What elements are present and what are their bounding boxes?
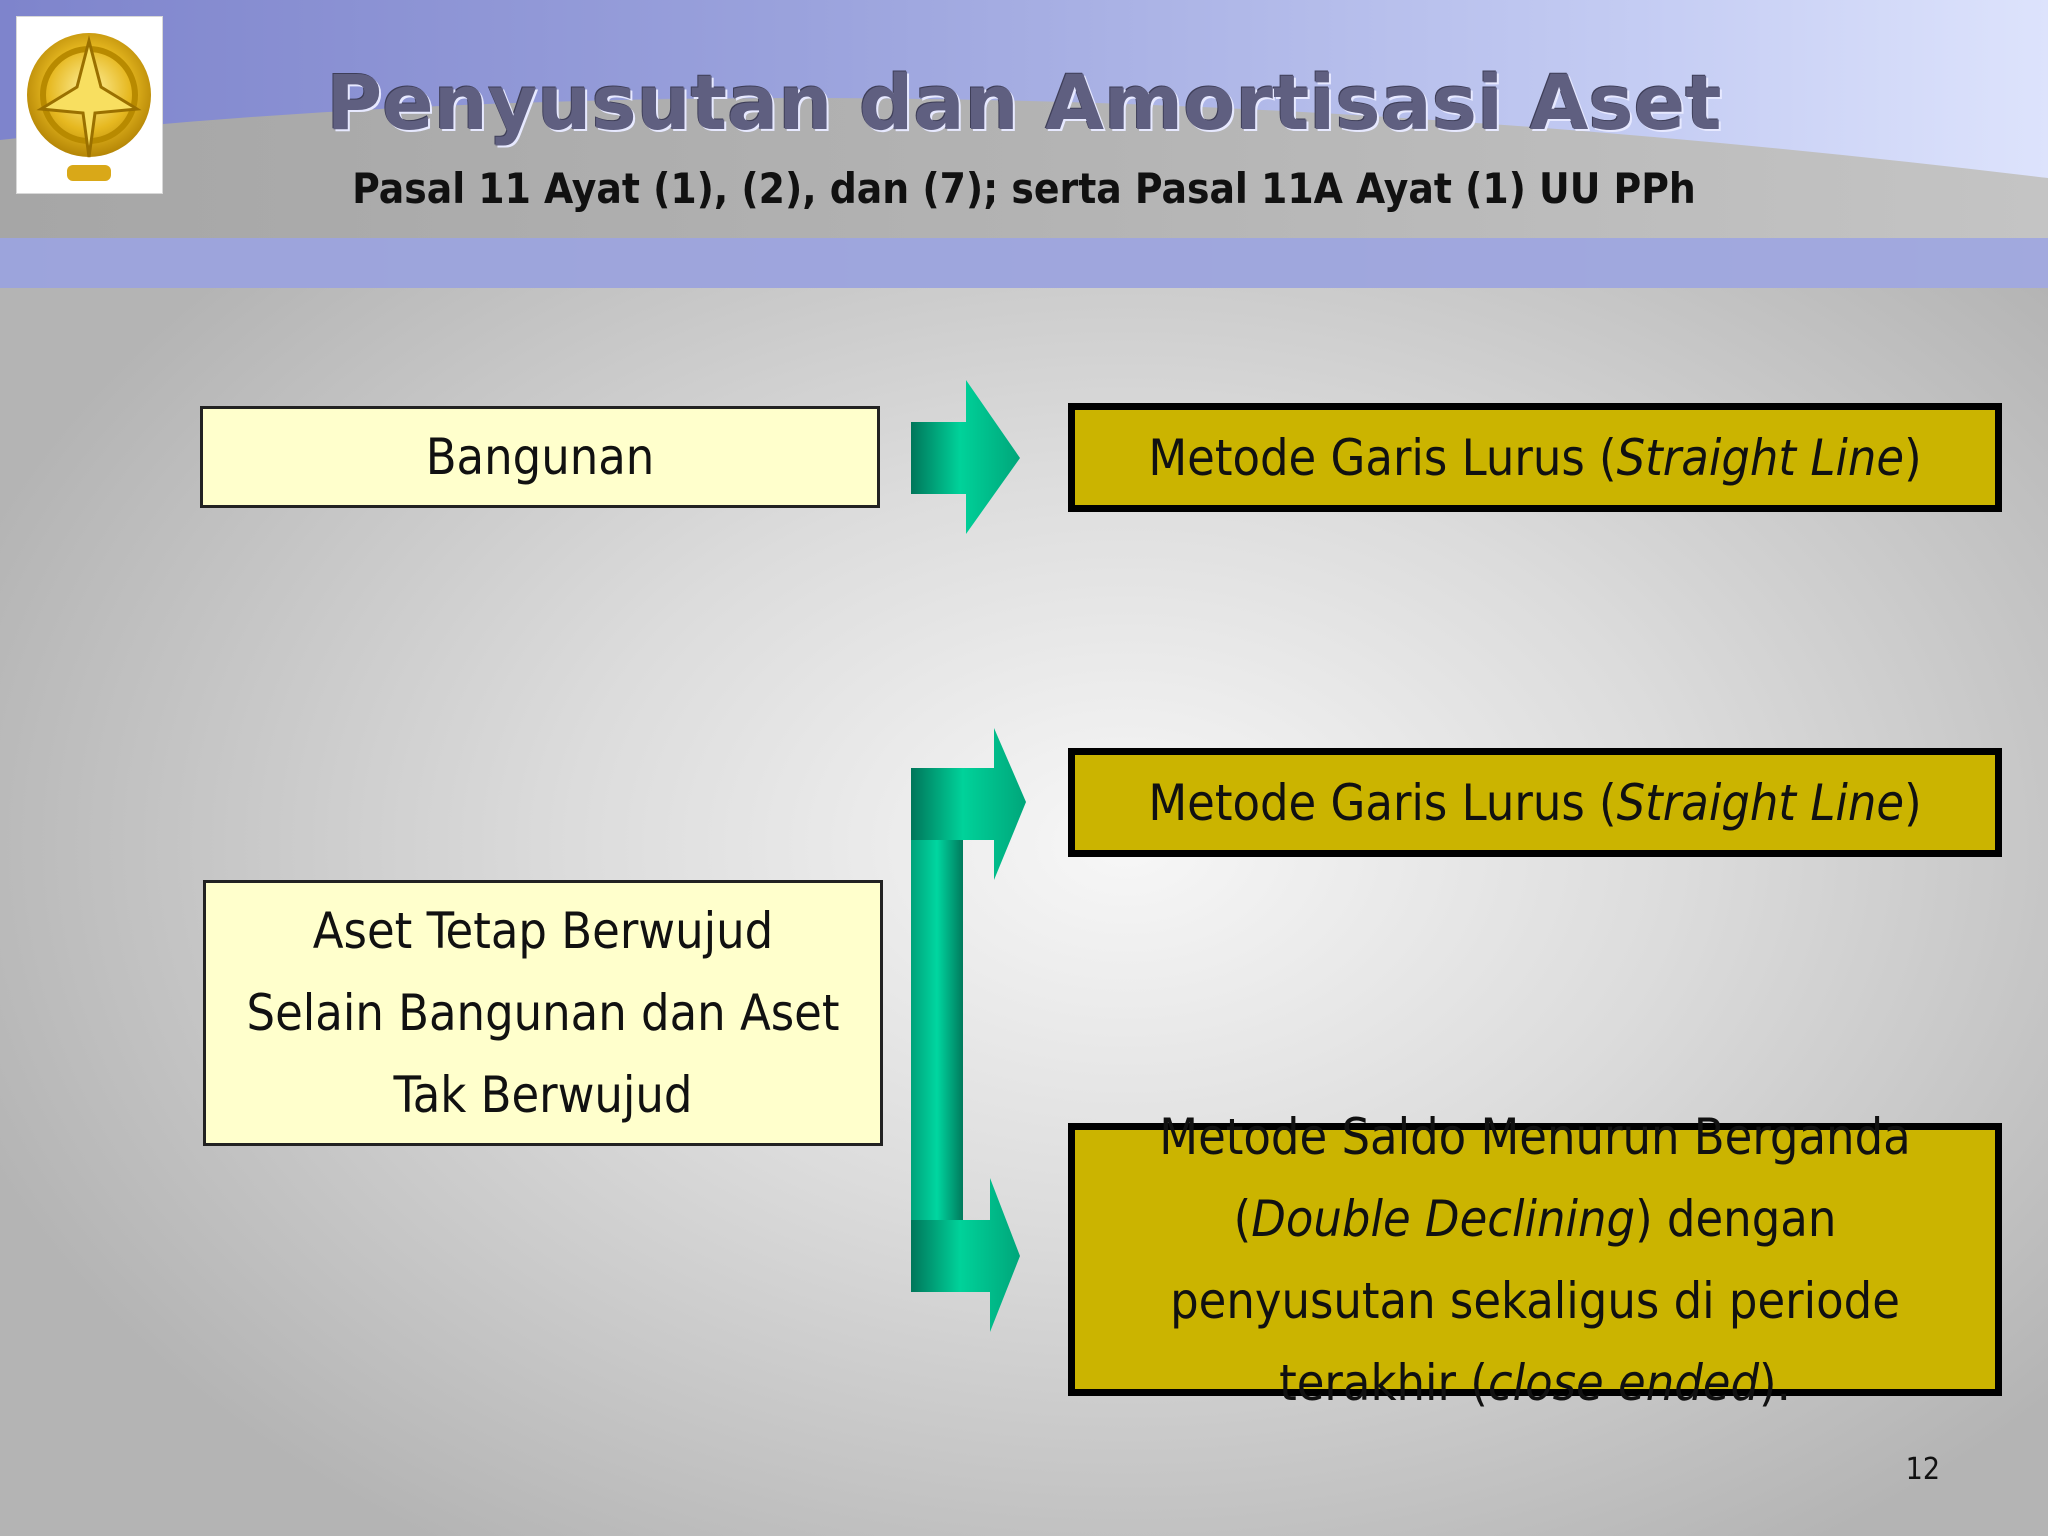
university-emblem-icon (27, 33, 151, 181)
method-box-double-declining: Metode Saldo Menurun Berganda (Double De… (1068, 1108, 2002, 1412)
arrow-right-2 (911, 728, 1026, 880)
source-label: Bangunan (425, 428, 655, 486)
source-box-bangunan: Bangunan (200, 406, 880, 508)
header-swoosh (0, 97, 2048, 288)
logo (16, 16, 163, 194)
arrow-right-3 (911, 1178, 1020, 1332)
method-box-straight-line-2: Metode Garis Lurus (Straight Line) (1068, 748, 2002, 857)
bracket-bar (911, 768, 963, 1292)
slide-title: Penyusutan dan Amortisasi Aset (326, 58, 1722, 147)
source-label: Aset Tetap Berwujud Selain Bangunan dan … (246, 902, 840, 1124)
method-text: Metode Garis Lurus (Straight Line) (1148, 773, 1922, 832)
method-text: Metode Garis Lurus (Straight Line) (1148, 428, 1922, 487)
page-number: 12 (1905, 1452, 1940, 1487)
slide-subtitle: Pasal 11 Ayat (1), (2), dan (7); serta P… (352, 164, 1696, 213)
source-box-aset-lain: Aset Tetap Berwujud Selain Bangunan dan … (203, 880, 883, 1146)
method-text: Metode Saldo Menurun Berganda (Double De… (1159, 1107, 1911, 1412)
arrow-right-1 (911, 380, 1020, 534)
method-box-straight-line-1: Metode Garis Lurus (Straight Line) (1068, 403, 2002, 512)
